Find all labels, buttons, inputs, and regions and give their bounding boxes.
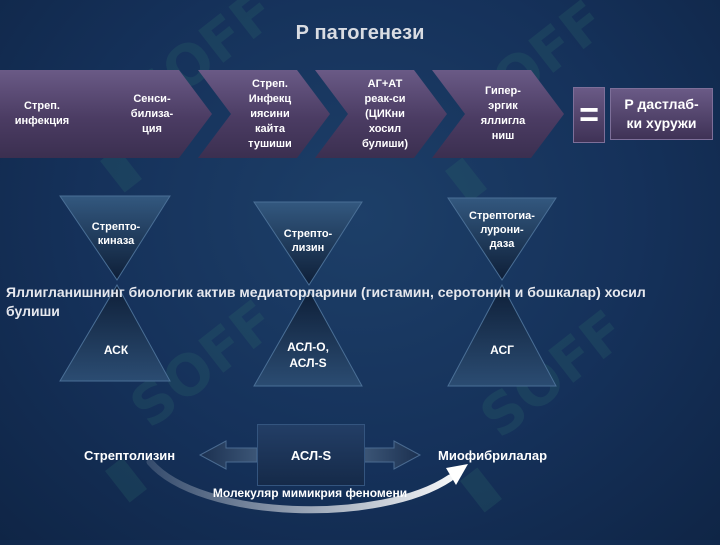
chevron-step-2-label: Сенси- билиза- ция — [130, 92, 174, 135]
mimicry-curve-arrow — [146, 458, 454, 514]
molecular-mimicry-caption: Молекуляр мимикрия феномени — [212, 486, 408, 500]
streptolysin-label: Стрептолизин — [84, 448, 176, 463]
hourglass-3-top-label: Стрептогиа- лурони- даза — [469, 210, 535, 250]
mediator-formation-text: Яллигланишнинг биологик актив медиаторла… — [6, 284, 646, 319]
arrow-left — [198, 440, 258, 470]
hourglass-2-bottom-label: АСЛ-О, АСЛ-S — [287, 340, 329, 370]
myofibrils-label: Миофибрилалар — [438, 448, 548, 463]
arrow-right — [362, 440, 422, 470]
chevron-step-1-label: Стреп. инфекция — [14, 100, 70, 127]
chevron-step-5-label: Гипер- эргик яллигла ниш — [480, 85, 526, 142]
page-title: Р патогенези — [295, 22, 425, 44]
hourglass-shapes — [59, 195, 557, 387]
asl-s-box: АСЛ-S — [257, 424, 365, 486]
hourglass-2 — [253, 201, 363, 387]
chevron-step-3-label: Стреп. Инфекц иясини кайта тушиши — [248, 77, 292, 150]
hourglass-1-top-label: Стрепто- киназа — [91, 221, 141, 247]
chevron-step-4-label: АГ+АТ реак-си (ЦИКни хосил булиши) — [362, 77, 408, 150]
result-box: Р дастлаб- ки хуружи — [610, 88, 713, 140]
hourglass-3-bottom-label: АСГ — [490, 343, 514, 357]
hourglass-3 — [447, 197, 557, 387]
hourglass-1-bottom-label: АСК — [103, 343, 129, 357]
equals-sign: = — [573, 87, 605, 143]
hourglass-2-top-label: Стрепто- лизин — [283, 228, 333, 254]
hourglass-1 — [59, 195, 171, 382]
curve-arrowhead — [446, 464, 468, 485]
